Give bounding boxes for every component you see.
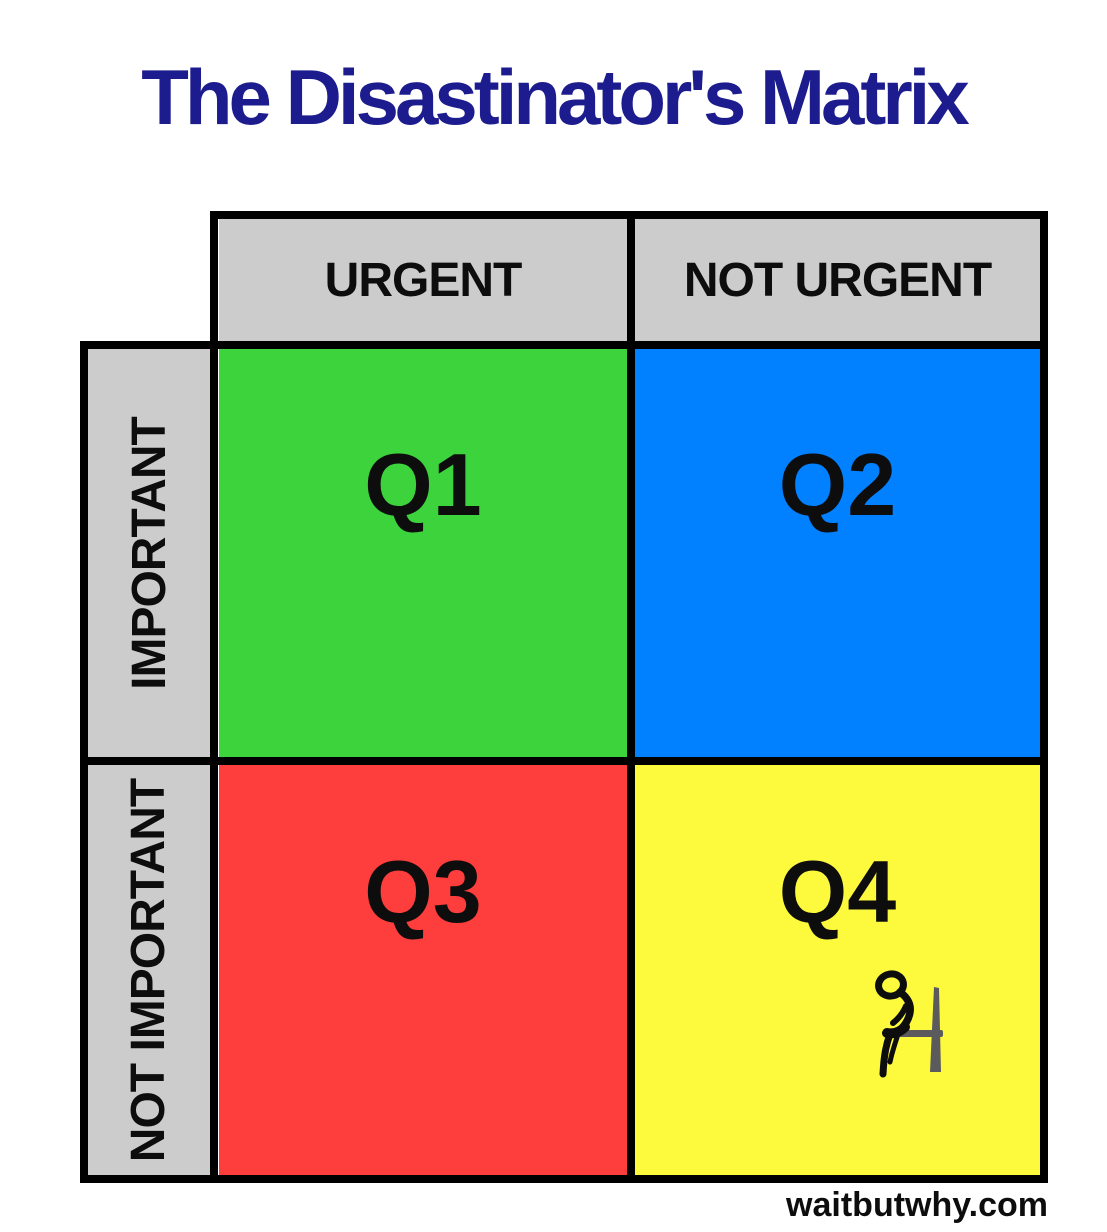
row-header-not-important-label: NOT IMPORTANT: [122, 778, 176, 1162]
page-title: The Disastinator's Matrix: [141, 53, 969, 141]
quadrant-q1: Q1: [219, 349, 627, 757]
procrastinator-sitting-on-chair-icon: [875, 970, 943, 1078]
column-header-not-urgent-label: NOT URGENT: [683, 253, 992, 307]
row-header-not-important: NOT IMPORTANT: [88, 765, 210, 1175]
quadrant-q1-label: Q1: [364, 435, 482, 534]
column-header-urgent: URGENT: [219, 219, 627, 341]
stick-figure-icon: [875, 970, 914, 1078]
grid-line-rowheader-right: [210, 211, 218, 1183]
quadrant-q2-label: Q2: [778, 435, 897, 534]
row-header-important-label: IMPORTANT: [122, 416, 176, 690]
row-header-important: IMPORTANT: [88, 349, 210, 757]
grid-line-column-divider: [627, 211, 635, 1183]
column-header-urgent-label: URGENT: [324, 253, 523, 307]
grid-line-bottom: [80, 1175, 1048, 1183]
watermark-waitbutwhy: waitbutwhy.com: [786, 1186, 1048, 1224]
quadrant-q3: Q3: [219, 765, 627, 1175]
grid-line-right: [1040, 211, 1048, 1183]
quadrant-q2: Q2: [635, 349, 1040, 757]
column-header-not-urgent: NOT URGENT: [635, 219, 1040, 341]
grid-line-left: [80, 341, 88, 1183]
quadrant-q3-label: Q3: [364, 842, 482, 941]
grid-line-header-bottom: [80, 341, 1048, 349]
quadrant-q4-label: Q4: [778, 842, 897, 941]
grid-line-row-divider: [80, 757, 1048, 765]
quadrant-q4: Q4: [635, 765, 1040, 1175]
